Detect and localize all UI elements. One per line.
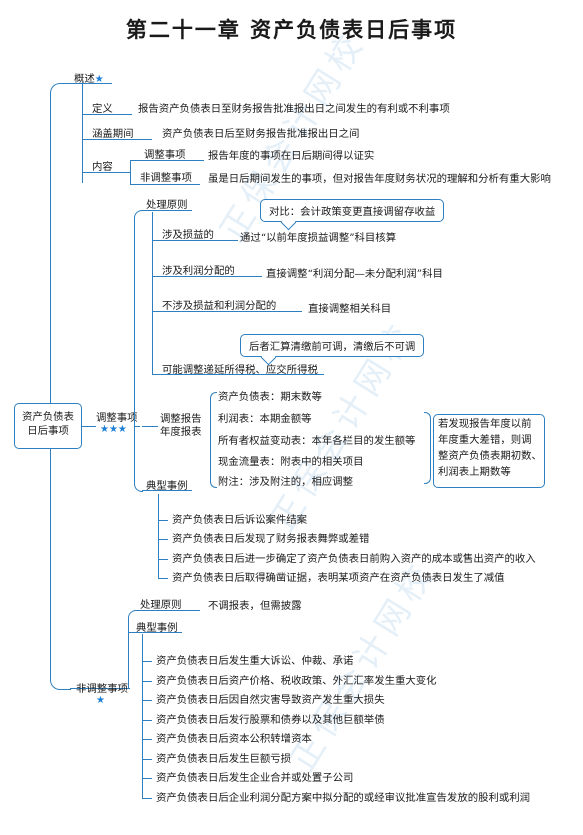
na-example-item: 资产负债表日后因自然灾害导致资产发生重大损失: [156, 694, 385, 706]
na-principle-label: 处理原则: [140, 599, 182, 611]
connector: [158, 539, 168, 541]
star-icon: ★★★: [100, 424, 127, 435]
connector: [130, 160, 132, 184]
report-item: 资产负债表：期末数等: [218, 391, 322, 403]
connector: [142, 210, 192, 212]
report-item: 所有者权益变动表：本年各栏目的发生额等: [218, 435, 416, 447]
connector: [142, 426, 158, 428]
connector: [70, 83, 112, 85]
connector: [128, 632, 182, 634]
overview-label: 概述★: [74, 73, 104, 85]
report-item: 利润表：本期金额等: [218, 413, 312, 425]
connector: [158, 494, 160, 578]
adjusting-def-text: 报告年度的事项在日后期间得以证实: [208, 150, 375, 162]
brace: [210, 392, 217, 488]
connector: [50, 83, 71, 404]
connector: [130, 160, 204, 162]
principle-label: 处理原则: [146, 199, 188, 211]
period-label: 涵盖期间: [92, 128, 134, 140]
connector: [152, 240, 238, 242]
note-line: 年度重大差错，则调: [438, 434, 532, 446]
center-line1: 资产负债表: [22, 411, 74, 423]
na-examples-label: 典型事例: [136, 622, 178, 634]
star-icon: ★: [96, 695, 105, 706]
nonadjusting-def-label: 非调整事项: [140, 172, 192, 184]
note-line: 若发现报告年度以前: [438, 418, 532, 430]
na-example-item: 资产负债表日后资产价格、税收政策、外汇汇率发生重大变化: [156, 675, 437, 687]
connector: [142, 700, 152, 702]
note-bubble: 后者汇算清缴前可调，清缴后不可调: [240, 334, 425, 357]
pl-label: 涉及损益的: [162, 229, 214, 241]
note-box: 若发现报告年度以前 年度重大差错，则调 整资产负债表期初数、 利润表上期数等: [433, 414, 545, 488]
note-bubble: 对比：会计政策变更直接调留存收益: [260, 199, 445, 222]
na-example-item: 资产负债表日后企业利润分配方案中拟分配的或经审议批准宣告发放的股利或利润: [156, 792, 531, 804]
connector: [158, 520, 168, 522]
na-example-item: 资产负债表日后发生企业合并或处置子公司: [156, 772, 354, 784]
report-item: 附注：涉及附注的，相应调整: [218, 476, 354, 488]
note-line: 利润表上期数等: [438, 466, 511, 478]
connector: [130, 184, 200, 186]
connector: [70, 688, 130, 690]
center-node: 资产负债表 日后事项: [14, 403, 82, 449]
connector: [142, 739, 152, 741]
connector: [128, 610, 137, 689]
connector: [152, 212, 154, 374]
example-item: 资产负债表日后取得确凿证据，表明某项资产在资产负债表日发生了减值: [172, 572, 505, 584]
connector: [142, 778, 152, 780]
na-principle-text: 不调报表，但需披露: [208, 600, 302, 612]
example-item: 资产负债表日后诉讼案件结案: [172, 514, 308, 526]
neither-text: 直接调整相关科目: [308, 303, 392, 315]
connector: [50, 449, 71, 690]
connector: [158, 578, 168, 580]
connector: [134, 426, 140, 428]
na-example-item: 资产负债表日后发行股票和债券以及其他巨额举债: [156, 714, 385, 726]
connector: [142, 681, 152, 683]
connector: [82, 139, 152, 141]
definition-text: 报告资产负债表日至财务报告批准报出日之间发生的有利或不利事项: [138, 103, 450, 115]
example-item: 资产负债表日后进一步确定了资产负债表日前购入资产的成本或售出资产的收入: [172, 553, 536, 565]
period-text: 资产负债表日后至财务报告批准报出日之间: [162, 128, 360, 140]
content-label: 内容: [92, 161, 113, 173]
profit-text: 直接调整“利润分配—未分配利润”科目: [266, 268, 443, 280]
nonadjusting-label: 非调整事项: [76, 683, 128, 695]
connector: [152, 374, 324, 376]
connector: [136, 610, 200, 612]
connector: [142, 759, 152, 761]
adjusting-label: 调整事项: [96, 412, 138, 424]
tax-text: 可能调整递延所得税、应交所得税: [162, 364, 318, 376]
connector: [142, 798, 152, 800]
example-item: 资产负债表日后发现了财务报表舞弊或差错: [172, 533, 370, 545]
pl-text: 通过“以前年度损益调整”科目核算: [240, 232, 397, 244]
report-label-2: 年度报表: [160, 426, 202, 438]
report-item: 现金流量表：附表中的相关项目: [218, 456, 364, 468]
na-example-item: 资产负债表日后发生重大诉讼、仲裁、承诺: [156, 655, 354, 667]
connector: [82, 83, 84, 183]
star-icon: ★: [94, 74, 104, 85]
examples-label: 典型事例: [146, 480, 188, 492]
connector: [82, 172, 130, 174]
connector: [142, 490, 192, 492]
connector: [82, 114, 132, 116]
definition-label: 定义: [92, 103, 113, 115]
brace: [424, 412, 431, 484]
connector: [134, 210, 143, 492]
page-title: 第二十一章 资产负债表日后事项: [125, 18, 458, 42]
connector: [152, 311, 302, 313]
na-example-item: 资产负债表日后资本公积转增资本: [156, 733, 312, 745]
center-line2: 日后事项: [27, 425, 69, 437]
connector: [158, 559, 168, 561]
na-example-item: 资产负债表日后发生巨额亏损: [156, 753, 292, 765]
note-line: 整资产负债表期初数、: [438, 450, 542, 462]
connector: [142, 661, 152, 663]
connector: [142, 634, 144, 798]
adjusting-def-label: 调整事项: [144, 149, 186, 161]
connector: [152, 276, 262, 278]
report-label-1: 调整报告: [160, 413, 202, 425]
connector: [82, 426, 96, 428]
nonadjusting-def-text: 虽是日后期间发生的事项，但对报告年度财务状况的理解和分析有重大影响: [208, 173, 551, 185]
profit-label: 涉及利润分配的: [162, 265, 235, 277]
neither-label: 不涉及损益和利润分配的: [162, 300, 277, 312]
connector: [142, 720, 152, 722]
